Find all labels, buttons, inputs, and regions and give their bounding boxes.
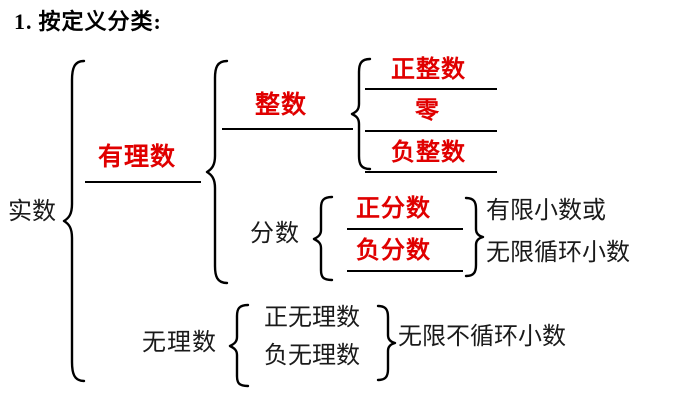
title-text: 按定义分类: <box>38 9 162 34</box>
node-fractions: 分数 <box>250 221 300 247</box>
brace-rational-numbers <box>205 58 231 286</box>
underline-zero <box>365 130 497 132</box>
node-positive-integers: 正整数 <box>391 57 466 83</box>
brace-fraction-decimals-closing <box>464 196 486 278</box>
annotation-non-repeating-decimal: 无限不循环小数 <box>398 324 566 350</box>
node-integers: 整数 <box>255 92 308 119</box>
underline-integers <box>222 128 353 130</box>
underline-negative-fractions <box>347 270 463 272</box>
underline-positive-fractions <box>347 228 463 230</box>
underline-negative-integers <box>365 171 497 173</box>
node-negative-irrationals: 负无理数 <box>264 343 360 369</box>
underline-rational-numbers <box>85 181 201 183</box>
brace-irrational-numbers <box>228 302 252 388</box>
node-positive-fractions: 正分数 <box>356 196 431 222</box>
node-negative-integers: 负整数 <box>391 140 466 166</box>
annotation-repeating-decimal: 无限循环小数 <box>486 240 630 266</box>
title-number: 1. <box>14 9 33 34</box>
node-positive-irrationals: 正无理数 <box>264 305 360 331</box>
brace-fractions <box>312 194 336 282</box>
node-irrational-numbers: 无理数 <box>142 330 217 356</box>
node-negative-fractions: 负分数 <box>356 238 431 264</box>
node-real-numbers: 实数 <box>8 199 56 225</box>
brace-irrational-decimals-closing <box>376 304 398 382</box>
node-rational-numbers: 有理数 <box>98 144 177 171</box>
annotation-finite-decimal: 有限小数或 <box>486 198 606 224</box>
page-title: 1.按定义分类: <box>14 4 162 36</box>
underline-positive-integers <box>365 88 497 90</box>
brace-integers <box>350 56 374 172</box>
node-zero: 零 <box>415 98 439 124</box>
brace-real-numbers <box>62 58 88 384</box>
